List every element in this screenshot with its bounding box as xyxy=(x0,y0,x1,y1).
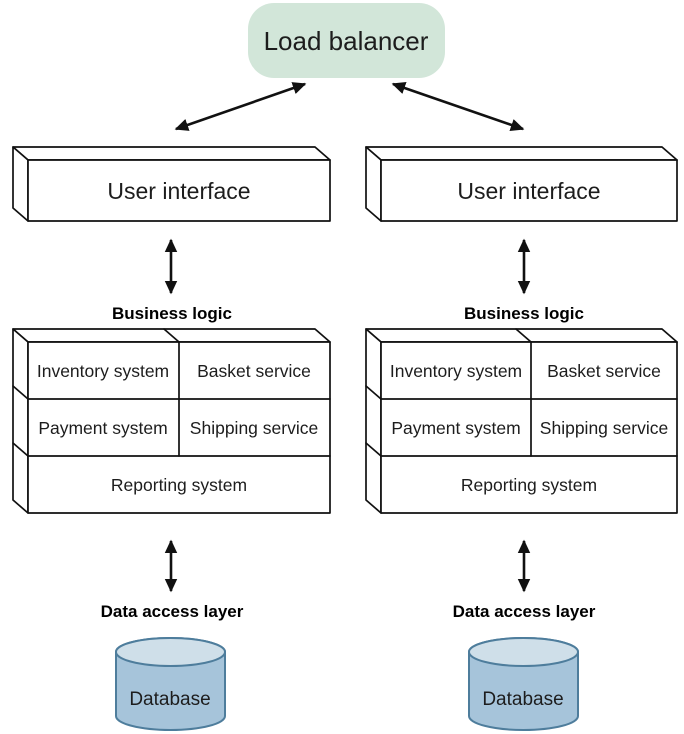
left-data-access-title: Data access layer xyxy=(101,602,244,621)
left-bl-top-divider xyxy=(163,328,180,343)
left-cell-shipping: Shipping service xyxy=(190,418,318,438)
right-cell-reporting: Reporting system xyxy=(461,475,597,495)
load-balancer-node xyxy=(248,3,445,78)
left-database-top xyxy=(115,637,226,667)
right-ui-label: User interface xyxy=(457,178,600,204)
left-ui-side-face xyxy=(12,146,29,222)
right-bl-front-face xyxy=(380,341,678,514)
right-data-access-title: Data access layer xyxy=(453,602,596,621)
left-cell-inventory: Inventory system xyxy=(37,361,169,381)
left-database-node: Database xyxy=(115,637,226,731)
left-user-interface-node: User interface xyxy=(12,146,331,222)
left-cell-payment: Payment system xyxy=(38,418,167,438)
left-business-logic-title: Business logic xyxy=(112,304,232,323)
right-bl-top-divider xyxy=(515,328,532,343)
left-business-logic-node: Inventory system Basket service Payment … xyxy=(12,328,331,514)
left-cell-basket: Basket service xyxy=(197,361,311,381)
right-bl-side-divider-1 xyxy=(365,385,382,400)
right-cell-payment: Payment system xyxy=(391,418,520,438)
right-user-interface-node: User interface xyxy=(365,146,678,222)
left-bl-side-divider-2 xyxy=(12,442,29,457)
load-balancer-label: Load balancer xyxy=(264,26,429,56)
right-database-node: Database xyxy=(468,637,579,731)
left-ui-front-face xyxy=(27,159,331,222)
right-cell-inventory: Inventory system xyxy=(390,361,522,381)
right-cell-shipping: Shipping service xyxy=(540,418,668,438)
right-bl-side-divider-2 xyxy=(365,442,382,457)
arrow-lb-left-ui xyxy=(174,82,307,131)
left-bl-side-face xyxy=(12,328,29,514)
right-database-top xyxy=(468,637,579,667)
right-cell-basket: Basket service xyxy=(547,361,661,381)
left-bl-side-divider-1 xyxy=(12,385,29,400)
right-database-label: Database xyxy=(482,689,563,710)
right-bl-side-face xyxy=(365,328,382,514)
left-database-label: Database xyxy=(129,689,210,710)
right-ui-front-face xyxy=(380,159,678,222)
right-business-logic-node: Inventory system Basket service Payment … xyxy=(365,328,678,514)
right-ui-side-face xyxy=(365,146,382,222)
left-cell-reporting: Reporting system xyxy=(111,475,247,495)
left-ui-label: User interface xyxy=(107,178,250,204)
right-bl-top-face xyxy=(365,328,678,343)
left-ui-top-face xyxy=(12,146,331,161)
right-ui-top-face xyxy=(365,146,678,161)
right-business-logic-title: Business logic xyxy=(464,304,584,323)
arrow-lb-right-ui xyxy=(391,82,525,131)
